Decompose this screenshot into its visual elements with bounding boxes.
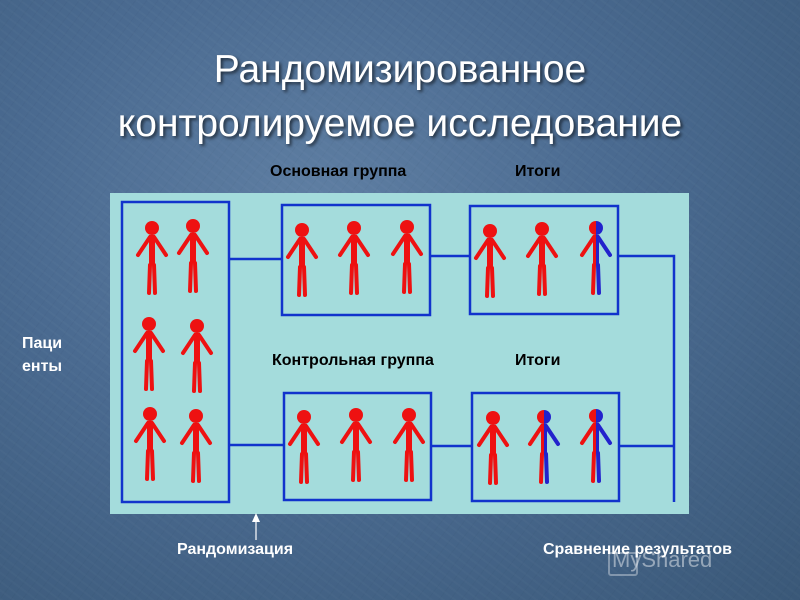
watermark-text: MyShared [612,547,713,572]
control-group-figure [288,410,320,484]
control-group-figure [340,408,372,482]
results-bottom-label: Итоги [515,352,561,369]
main-result-figure [526,222,558,296]
slide-title-line2: контролируемое исследование [117,102,683,145]
patient-figure [133,317,165,391]
results-top-label: Итоги [515,163,561,180]
main-group-figure [391,220,423,294]
control-result-figure [528,410,560,484]
patients-label-line1: Паци [22,335,63,352]
randomization-arrow-head [252,513,260,522]
main-result-figure [474,224,506,298]
main-results-box [468,204,620,316]
patient-figure [180,409,212,483]
slide-title-line1: Рандомизированное [213,48,587,91]
connector-results-top-comparison [618,254,676,502]
watermark-logo-icon [608,552,638,576]
patients-box [120,200,231,504]
patients-label-line2: енты [22,358,63,375]
main-group-label: Основная группа [270,163,407,180]
main-result-figure [580,221,612,295]
main-group-figure [286,223,318,297]
patient-figure [177,219,209,293]
control-group-label: Контрольная группа [272,352,434,369]
main-group-figure [338,221,370,295]
patient-figure [136,221,168,295]
control-group-figure [393,408,425,482]
patient-figure [134,407,166,481]
control-result-figure [477,411,509,485]
control-result-figure [580,409,612,483]
patient-figure [181,319,213,393]
comparison-label: Сравнение результатов [543,541,732,558]
randomization-label: Рандомизация [177,541,294,558]
